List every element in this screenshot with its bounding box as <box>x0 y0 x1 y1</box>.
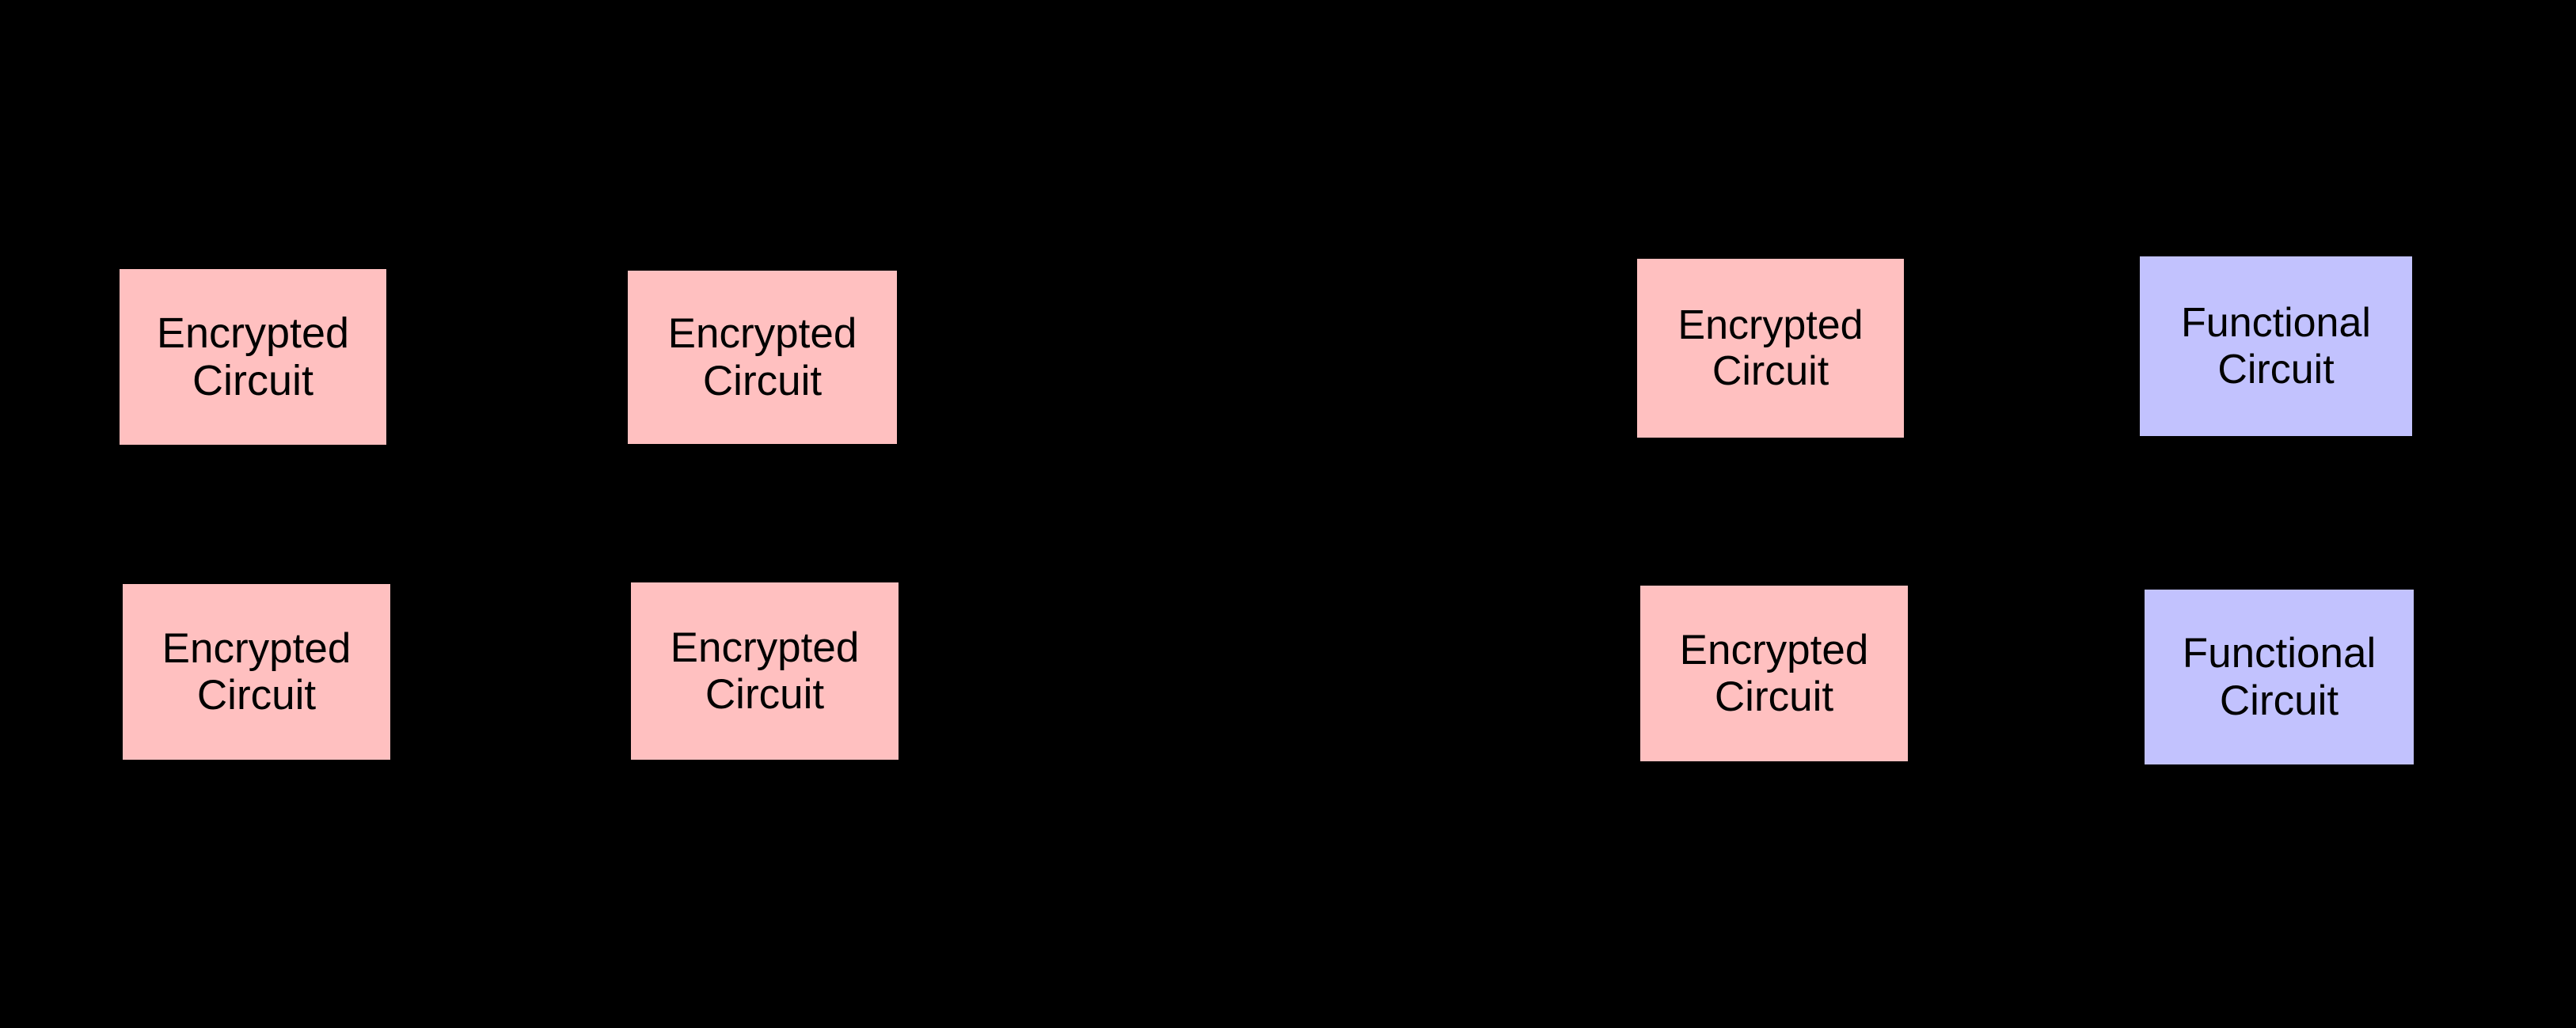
node-label: Encrypted Circuit <box>161 624 351 719</box>
node-label: Encrypted Circuit <box>667 310 857 404</box>
encrypted-circuit-r1c3[interactable]: Encrypted Circuit <box>1637 259 1904 438</box>
node-label: Encrypted Circuit <box>1677 302 1864 394</box>
functional-circuit-r2c4[interactable]: Functional Circuit <box>2145 590 2414 764</box>
node-label: Functional Circuit <box>2182 630 2377 724</box>
node-label: Encrypted Circuit <box>670 624 860 718</box>
functional-circuit-r1c4[interactable]: Functional Circuit <box>2140 256 2412 436</box>
node-label: Encrypted Circuit <box>1679 626 1869 720</box>
encrypted-circuit-r2c2[interactable]: Encrypted Circuit <box>631 582 899 760</box>
encrypted-circuit-r2c3[interactable]: Encrypted Circuit <box>1640 586 1908 761</box>
node-label: Functional Circuit <box>2181 300 2371 393</box>
encrypted-circuit-r1c2[interactable]: Encrypted Circuit <box>628 271 897 444</box>
encrypted-circuit-r1c1[interactable]: Encrypted Circuit <box>120 269 386 445</box>
encrypted-circuit-r2c1[interactable]: Encrypted Circuit <box>123 584 390 760</box>
node-label: Encrypted Circuit <box>156 309 350 404</box>
